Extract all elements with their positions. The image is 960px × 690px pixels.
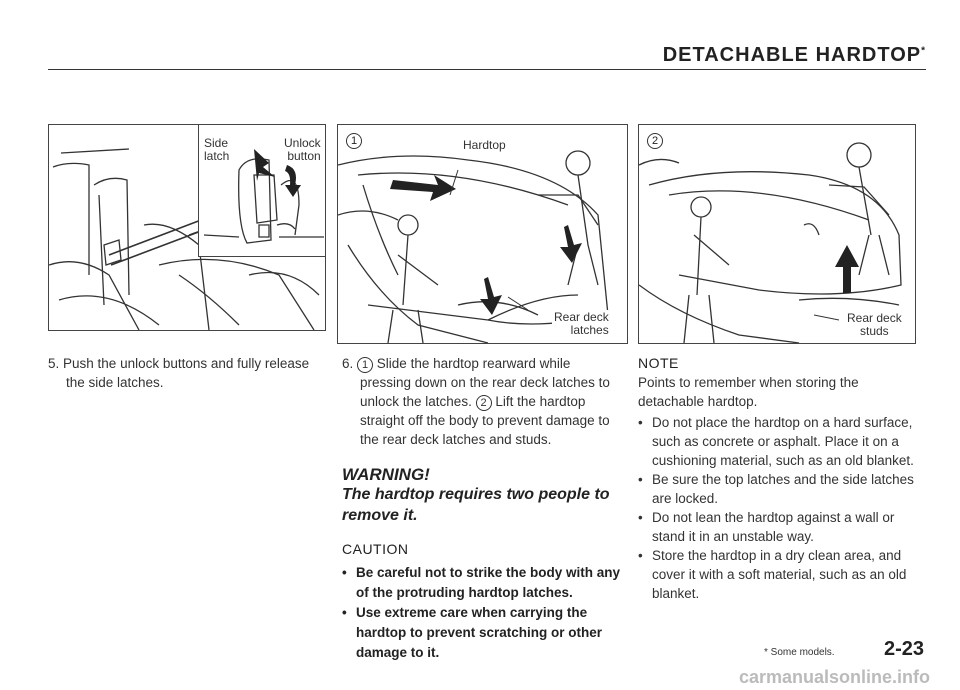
rear-deck-latches-label: Rear deck latches: [552, 310, 611, 338]
caution-item: •Use extreme care when carrying the hard…: [342, 605, 603, 660]
figure-number-2: 2: [647, 133, 663, 149]
note-item: •Do not place the hardtop on a hard surf…: [638, 415, 914, 468]
step-5: 5. Push the unlock buttons and fully rel…: [48, 356, 310, 390]
caution-item: •Be careful not to strike the body with …: [342, 565, 621, 600]
note-item: •Be sure the top latches and the side la…: [638, 472, 914, 506]
figure-side-latch: Side latch Unlock button: [48, 124, 326, 331]
note-intro: Points to remember when storing the deta…: [638, 375, 859, 409]
side-latch-label: Side latch: [204, 136, 230, 163]
watermark: carmanualsonline.info: [738, 667, 930, 687]
page-title: DETACHABLE HARDTOP*: [662, 44, 926, 66]
header-rule: [48, 69, 926, 70]
note-item: •Store the hardtop in a dry clean area, …: [638, 548, 907, 601]
caution-list: •Be careful not to strike the body with …: [342, 563, 624, 663]
figure-slide-hardtop: 1 Hardtop Rear deck latches: [337, 124, 628, 344]
unlock-button-label: Unlock button: [284, 136, 321, 163]
warning-text: The hardtop requires two people to remov…: [342, 486, 610, 524]
note-heading: NOTE: [638, 355, 679, 371]
note-list: •Do not place the hardtop on a hard surf…: [638, 413, 914, 603]
column-step-6: 6. 1 Slide the hardtop rearward while pr…: [342, 354, 624, 663]
page-number: 2-23: [883, 638, 924, 660]
latch-callout: Side latch Unlock button: [198, 125, 325, 257]
note-item: •Do not lean the hardtop against a wall …: [638, 510, 895, 544]
caution-heading: CAUTION: [342, 541, 409, 557]
step-ref-1: 1: [357, 357, 374, 373]
figure-number-1: 1: [346, 133, 362, 149]
footnote: * Some models.: [764, 647, 835, 658]
step-ref-2: 2: [475, 395, 492, 411]
column-note: NOTE Points to remember when storing the…: [638, 354, 914, 603]
column-step-5: 5. Push the unlock buttons and fully rel…: [48, 354, 324, 392]
hardtop-label: Hardtop: [463, 138, 506, 152]
rear-deck-studs-label: Rear deck studs: [845, 311, 904, 339]
lift-hardtop-illustration: [639, 142, 902, 343]
warning-heading: WARNING!: [342, 465, 430, 484]
latch-detail-illustration: [203, 149, 324, 244]
figure-lift-hardtop: 2 Rear deck studs: [638, 124, 916, 344]
slide-hardtop-illustration: [338, 150, 609, 343]
step-6: 6. 1 Slide the hardtop rearward while pr…: [342, 356, 610, 447]
